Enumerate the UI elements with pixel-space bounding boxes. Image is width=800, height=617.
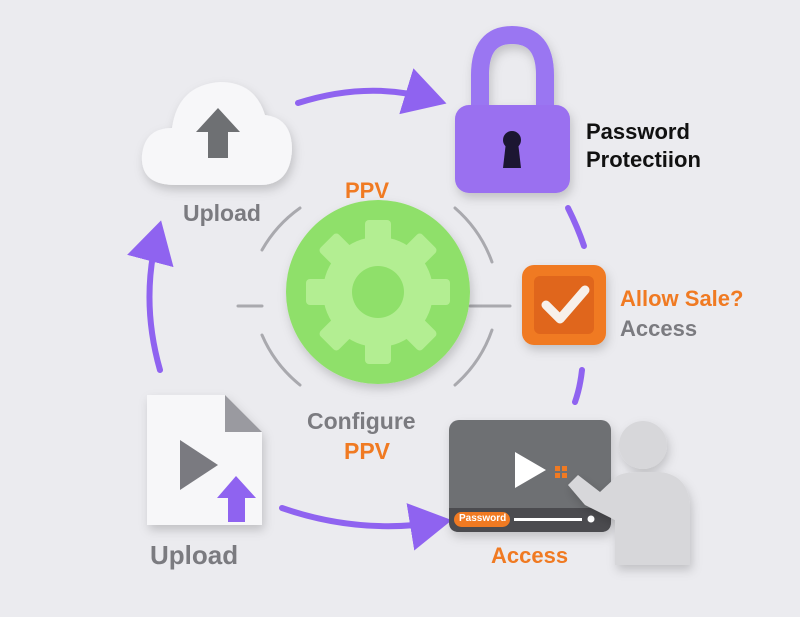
- configure-label: Configure: [307, 408, 416, 434]
- connector-check-to-access: [572, 367, 585, 405]
- cloud-upload-icon: [141, 82, 292, 185]
- arrow-file-to-access: [279, 503, 452, 551]
- ppv-ring: [236, 206, 512, 387]
- grid-icon: [555, 466, 567, 478]
- password-badge: Password: [459, 513, 507, 524]
- access-bottom-label: Access: [491, 543, 569, 568]
- video-file-icon: [147, 395, 262, 525]
- password-protection-line1: Password: [586, 119, 690, 144]
- checkbox-icon: [522, 265, 606, 345]
- play-icon: [515, 452, 546, 488]
- allow-sale-access-label: Access: [620, 316, 698, 341]
- configure-ppv-label: PPV: [344, 438, 391, 464]
- upload-top-label: Upload: [183, 200, 261, 226]
- person-presenter-icon: [568, 421, 690, 565]
- upload-bottom-label: Upload: [150, 540, 239, 570]
- arrow-upload-to-lock: [295, 68, 447, 115]
- arrow-file-to-cloud: [127, 220, 174, 373]
- padlock-icon: [455, 25, 570, 193]
- password-protection-label: Password Protectiion: [586, 118, 701, 174]
- allow-sale-label: Allow Sale?: [620, 286, 744, 311]
- connector-lock-to-check: [565, 205, 587, 249]
- flow-arrows: [127, 68, 587, 551]
- password-protection-line2: Protectiion: [586, 147, 701, 172]
- video-player: [449, 420, 611, 532]
- gear-icon: [286, 200, 470, 384]
- ppv-top-label: PPV: [345, 178, 390, 203]
